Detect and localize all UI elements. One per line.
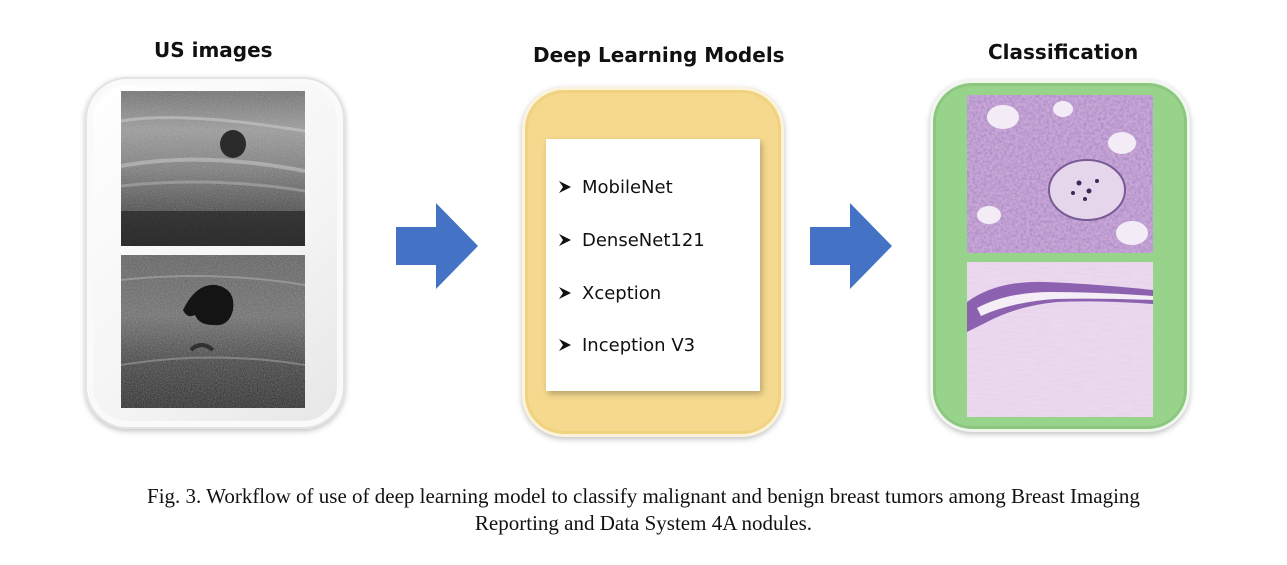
model-item-inception-v3: Inception V3	[558, 332, 695, 358]
model-item-mobilenet: MobileNet	[558, 174, 673, 200]
histology-image-benign	[967, 262, 1153, 417]
model-item-xception: Xception	[558, 280, 661, 306]
arrowhead-bullet-icon	[559, 234, 571, 246]
deep-learning-models-heading: Deep Learning Models	[533, 43, 785, 67]
model-label: DenseNet121	[582, 229, 705, 251]
model-label: MobileNet	[582, 176, 673, 198]
model-item-densenet121: DenseNet121	[558, 227, 705, 253]
figure-caption: Fig. 3. Workflow of use of deep learning…	[0, 483, 1287, 537]
ultrasound-image-2	[121, 255, 305, 408]
caption-line-2: Reporting and Data System 4A nodules.	[474, 511, 813, 535]
arrowhead-bullet-icon	[559, 181, 571, 193]
arrowhead-bullet-icon	[559, 339, 571, 351]
histology-image-malignant	[967, 95, 1153, 253]
model-list-card: MobileNet DenseNet121 Xception Inception…	[546, 139, 760, 391]
model-label: Xception	[582, 282, 662, 304]
us-images-heading: US images	[154, 38, 273, 62]
classification-heading: Classification	[988, 40, 1139, 64]
caption-line-1: Fig. 3. Workflow of use of deep learning…	[147, 484, 1140, 508]
arrowhead-bullet-icon	[559, 287, 571, 299]
model-label: Inception V3	[582, 334, 696, 356]
flow-arrow-2	[810, 203, 892, 294]
ultrasound-image-1	[121, 91, 305, 246]
flow-arrow-1	[396, 203, 478, 294]
